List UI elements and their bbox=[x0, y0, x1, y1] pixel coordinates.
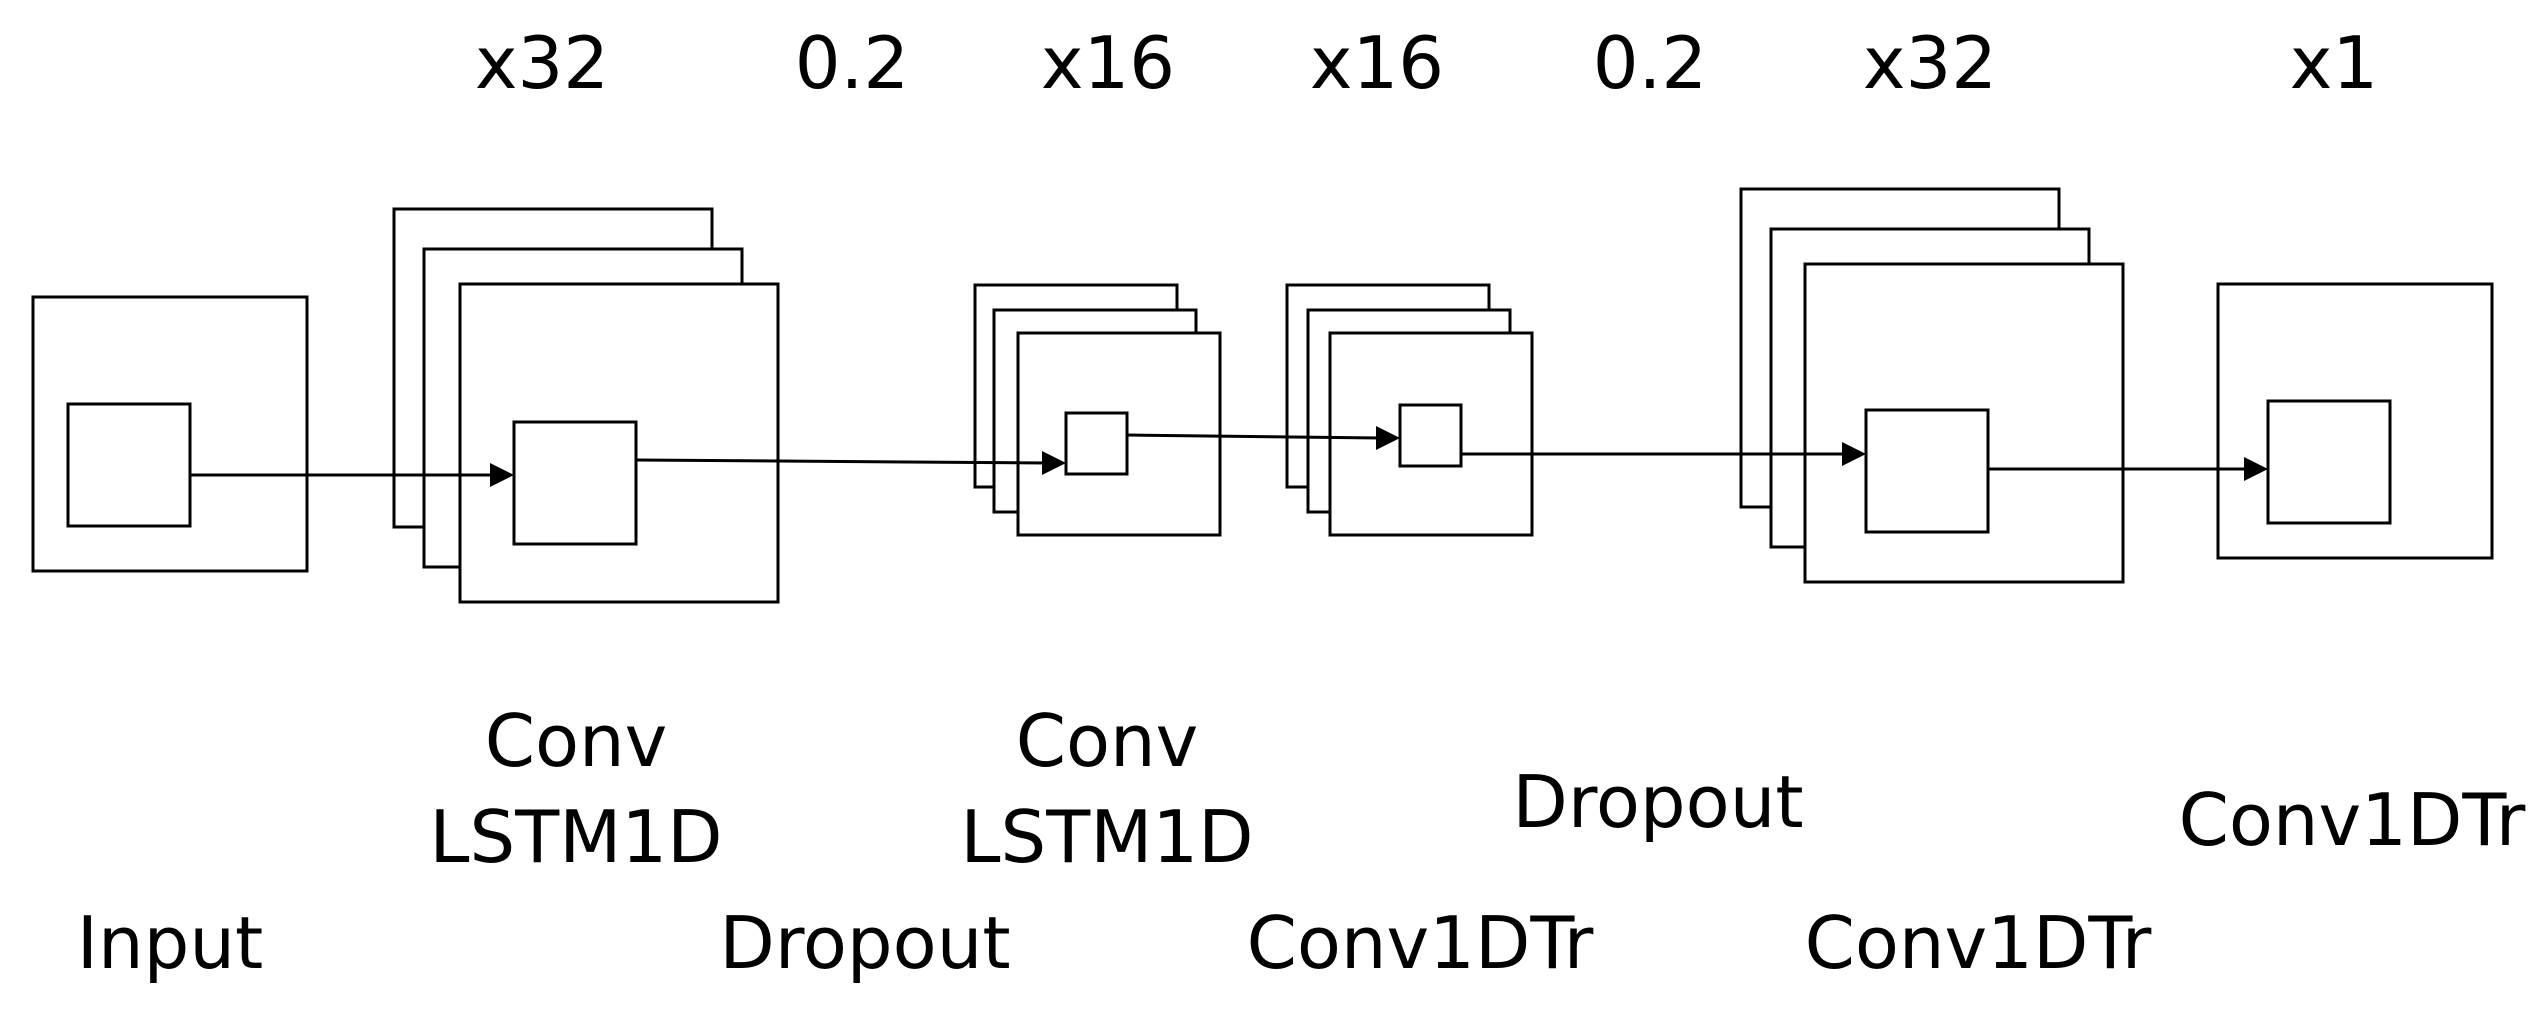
conv1dtr1-block bbox=[1285, 283, 1534, 537]
conv1dtr2-block bbox=[1739, 187, 2125, 584]
conv1dtr1-kernel bbox=[1398, 403, 1463, 468]
arrowhead-convlstm1-to-convlstm2 bbox=[1042, 451, 1066, 475]
dropout2-rate-label: 0.2 bbox=[1593, 21, 1708, 105]
conv1dtr1-layer-name: Conv1DTr bbox=[1247, 901, 1594, 985]
convlstm1-layer-name-line2: LSTM1D bbox=[429, 795, 722, 879]
convlstm2-kernel bbox=[1064, 411, 1129, 476]
convlstm1-block bbox=[392, 207, 780, 604]
convlstm1-layer-name-line1: Conv bbox=[485, 699, 668, 783]
conv1dtr3-kernel bbox=[2266, 399, 2392, 525]
convlstm1-kernel bbox=[512, 420, 638, 546]
conv1dtr2-kernel bbox=[1864, 408, 1990, 534]
dropout1-layer-name: Dropout bbox=[719, 901, 1010, 985]
arrowhead-input-to-convlstm1 bbox=[490, 463, 514, 487]
dropout1-rate-label: 0.2 bbox=[795, 21, 910, 105]
conv1dtr3-layer-name: Conv1DTr bbox=[2179, 778, 2526, 862]
convlstm2-layer-name-line1: Conv bbox=[1016, 699, 1199, 783]
input-layer-name: Input bbox=[77, 901, 263, 985]
conv1dtr3-block bbox=[2216, 282, 2494, 560]
arrowhead-conv1dtr1-to-conv1dtr2 bbox=[1842, 442, 1866, 466]
convlstm2-filters-label: x16 bbox=[1041, 21, 1175, 105]
conv1dtr1-filters-label: x16 bbox=[1310, 21, 1444, 105]
input-kernel bbox=[66, 402, 192, 528]
input-block bbox=[31, 295, 309, 573]
connections bbox=[190, 426, 2268, 487]
conv1dtr2-filters-label: x32 bbox=[1863, 21, 1997, 105]
conv1dtr3-filters-label: x1 bbox=[2290, 21, 2378, 105]
conv1dtr2-layer-name: Conv1DTr bbox=[1805, 901, 2152, 985]
dropout2-layer-name: Dropout bbox=[1512, 760, 1803, 844]
arrowhead-convlstm2-to-conv1dtr1 bbox=[1376, 426, 1400, 450]
arrowhead-conv1dtr2-to-conv1dtr3 bbox=[2244, 457, 2268, 481]
convlstm1-filters-label: x32 bbox=[475, 21, 609, 105]
convlstm2-layer-name-line2: LSTM1D bbox=[960, 795, 1253, 879]
convlstm2-block bbox=[973, 283, 1222, 537]
connection-convlstm1-to-convlstm2 bbox=[635, 458, 1047, 465]
connection-convlstm2-to-conv1dtr1 bbox=[1126, 433, 1381, 440]
